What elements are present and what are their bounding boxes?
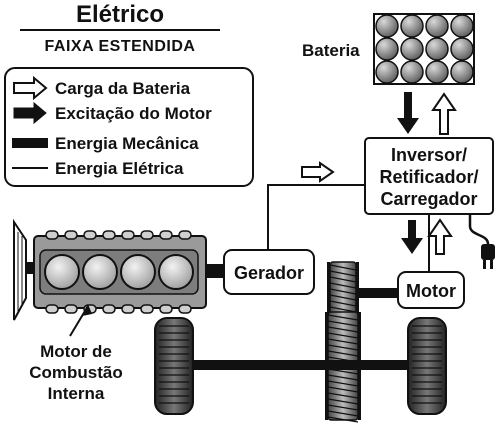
gear-tooth — [327, 326, 359, 333]
solid-arrow-icon — [401, 220, 423, 254]
engine-bump — [159, 304, 173, 314]
engine-bump — [64, 230, 78, 240]
gear-tooth — [329, 294, 357, 301]
engine-bump — [121, 230, 135, 240]
legend-label-motor-excitation: Excitação do Motor — [55, 104, 212, 123]
electrical-line-generator — [267, 184, 365, 250]
battery-pack — [373, 13, 475, 85]
hollow-arrow-icon — [431, 92, 457, 135]
gear-tooth — [327, 374, 359, 381]
battery-cells — [375, 14, 474, 84]
battery-cell — [375, 60, 399, 84]
battery-cell — [400, 37, 424, 61]
engine-bump — [45, 230, 59, 240]
engine-bump — [102, 304, 116, 314]
engine-bottom-bumps — [45, 304, 192, 314]
gear-tooth — [327, 332, 359, 339]
gear-tooth — [327, 410, 359, 417]
gear-tooth — [329, 270, 357, 277]
legend: Carga da Bateria Excitação do Motor Ener… — [4, 67, 254, 187]
gear-tooth — [327, 314, 359, 321]
gear-tooth — [327, 398, 359, 405]
gear-tooth — [329, 276, 357, 283]
gear-tooth — [327, 404, 359, 411]
engine-bump — [140, 304, 154, 314]
cylinder-bank — [39, 249, 199, 295]
motor-label: Motor — [406, 281, 456, 301]
gear-tooth — [327, 392, 359, 399]
cylinder — [44, 254, 80, 290]
solid-arrow-icon — [13, 101, 47, 125]
engine-bump — [140, 230, 154, 240]
page-subtitle: Faixa Estendida — [45, 38, 196, 55]
battery-cell — [450, 37, 474, 61]
cylinder — [158, 254, 194, 290]
inverter-box: Inversor/ Retificador/ Carregador — [364, 137, 494, 215]
inverter-line-2: Retificador/ — [379, 167, 478, 187]
inverter-line-3: Carregador — [380, 189, 477, 209]
gear-assembly — [325, 261, 398, 423]
engine-bump — [178, 230, 192, 240]
gear-tooth — [329, 288, 357, 295]
gear-edge — [356, 262, 359, 322]
engine-bump — [83, 230, 97, 240]
legend-label-mechanical-energy: Energia Mecânica — [55, 134, 199, 153]
battery-cell — [450, 14, 474, 38]
gear-tooth — [327, 416, 359, 423]
gear-tooth — [327, 320, 359, 327]
gear-edge — [327, 262, 330, 322]
legend-label-battery-charge: Carga da Bateria — [55, 79, 191, 98]
gear-tooth — [329, 306, 357, 313]
engine-bump — [64, 304, 78, 314]
gear-tooth — [327, 386, 359, 393]
engine-bump — [121, 304, 135, 314]
generator-box: Gerador — [223, 249, 315, 295]
engine-bump — [178, 304, 192, 314]
drive-axle — [190, 360, 412, 370]
engine-cylinders — [39, 249, 199, 295]
engine-label-1: Motor de — [40, 342, 112, 361]
battery-cell — [450, 60, 474, 84]
left-wheel-tread — [159, 325, 189, 404]
gear-tooth — [329, 264, 357, 271]
left-wheel — [154, 317, 194, 415]
engine-bump — [102, 230, 116, 240]
battery-cell — [425, 37, 449, 61]
plug-icon — [468, 214, 495, 269]
battery-cell — [425, 60, 449, 84]
right-wheel-tread — [412, 325, 442, 404]
engine-top-bumps — [45, 230, 192, 240]
motor-box: Motor — [397, 271, 465, 309]
engine-bump — [159, 230, 173, 240]
battery-cell — [400, 14, 424, 38]
gear-tooth — [327, 350, 359, 357]
gear-tooth — [329, 282, 357, 289]
page-title: Elétrico — [76, 1, 164, 28]
battery-label: Bateria — [302, 41, 360, 60]
battery-cell — [375, 14, 399, 38]
inverter-line-1: Inversor/ — [391, 145, 467, 165]
combustion-engine — [13, 218, 224, 321]
legend-label-electrical-energy: Energia Elétrica — [55, 159, 184, 178]
hollow-arrow-icon — [301, 161, 335, 183]
engine-label-2: Combustão — [29, 363, 123, 382]
engine-label-3: Interna — [48, 384, 105, 403]
gear-tooth — [327, 344, 359, 351]
hollow-arrow-icon — [13, 75, 48, 101]
generator-label: Gerador — [234, 263, 304, 283]
gear-tooth — [327, 380, 359, 387]
cylinder — [120, 254, 156, 290]
battery-cell — [400, 60, 424, 84]
solid-arrow-icon — [397, 92, 419, 134]
right-wheel — [407, 317, 447, 415]
cylinder — [82, 254, 118, 290]
gear-tooth — [327, 338, 359, 345]
gear-tooth — [329, 300, 357, 307]
engine-bump — [45, 304, 59, 314]
thick-bar-icon — [12, 138, 48, 148]
battery-cell — [375, 37, 399, 61]
battery-cell — [425, 14, 449, 38]
hollow-arrow-icon — [427, 218, 453, 255]
